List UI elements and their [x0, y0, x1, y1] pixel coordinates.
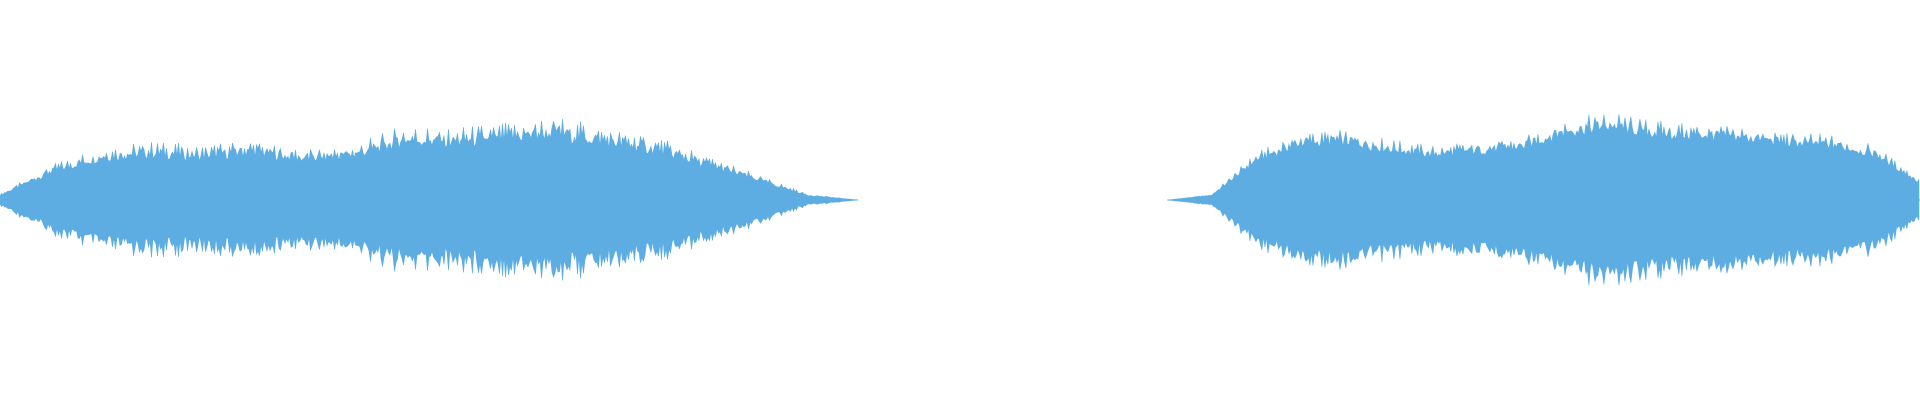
- waveform-group: [0, 114, 1920, 286]
